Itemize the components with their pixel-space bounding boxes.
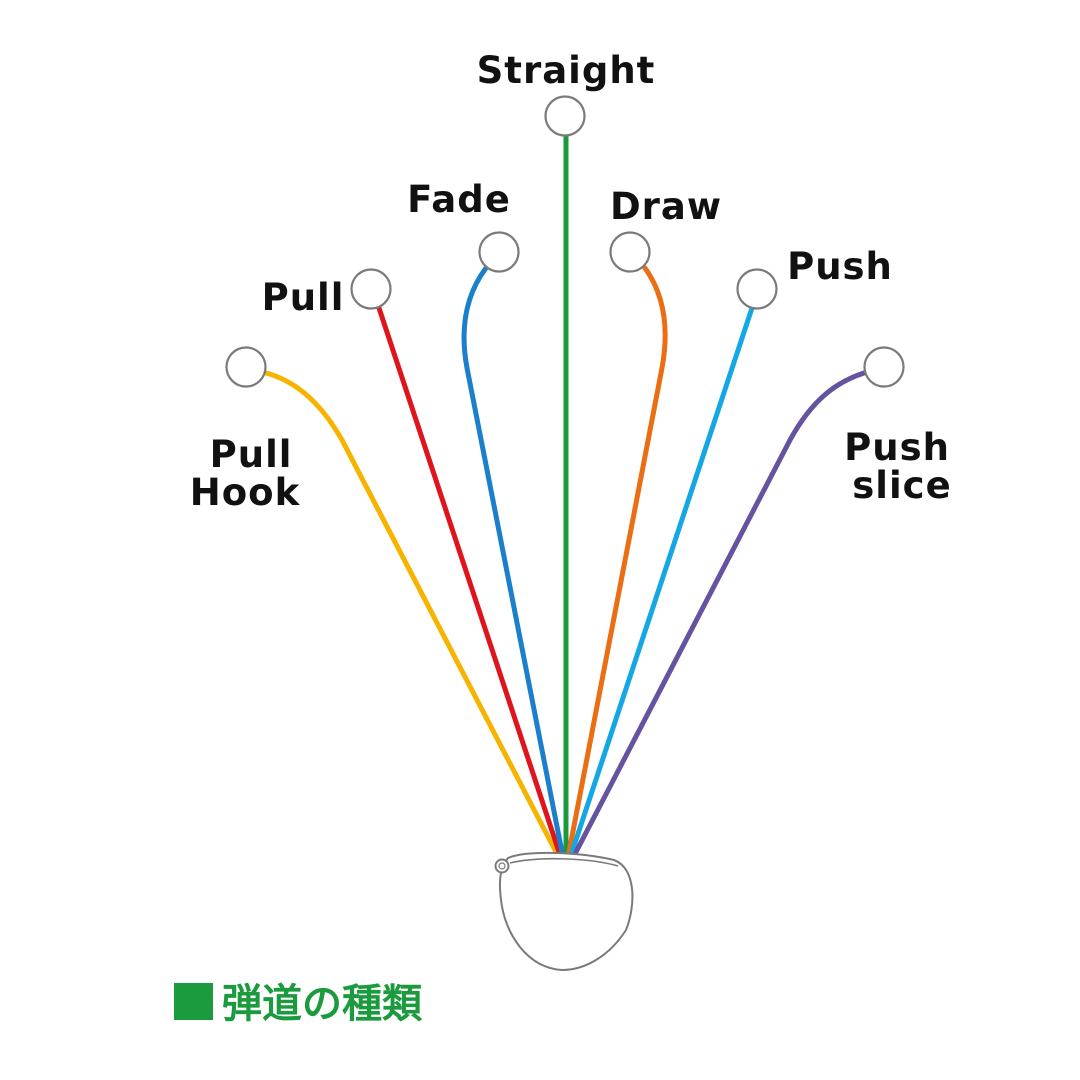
trajectory-push-slice	[573, 370, 867, 855]
golf-club-head-icon	[494, 851, 634, 972]
label-fade: Fade	[407, 178, 511, 221]
caption-text: 弾道の種類	[222, 981, 423, 1027]
target-push-slice	[863, 346, 905, 388]
label-straight: Straight	[477, 49, 656, 92]
label-pull: Pull	[262, 276, 345, 319]
trajectory-pull-hook	[263, 370, 559, 855]
golf-ball-dimple	[498, 862, 506, 870]
target-pull-hook	[225, 346, 267, 388]
diagram-caption: 弾道の種類	[174, 981, 423, 1027]
club-head-outline	[498, 851, 634, 972]
label-draw: Draw	[610, 185, 722, 228]
caption-square-marker	[174, 983, 213, 1020]
label-push-slice: Push slice	[844, 426, 964, 507]
target-markers	[225, 95, 905, 388]
target-pull	[350, 268, 392, 310]
trajectory-draw	[566, 265, 668, 855]
club-head-face-line	[509, 857, 619, 867]
target-fade	[478, 231, 520, 273]
golf-ball-icon	[494, 858, 510, 874]
trajectory-fade	[461, 265, 565, 855]
trajectory-lines	[263, 133, 867, 855]
shot-labels: Straight Fade Draw Pull Push Pull Hook P…	[190, 49, 964, 514]
target-push	[736, 268, 778, 310]
target-straight	[544, 95, 586, 137]
trajectory-push	[569, 305, 755, 855]
label-push: Push	[787, 245, 893, 288]
trajectory-pull	[376, 305, 562, 855]
label-pull-hook: Pull Hook	[190, 433, 307, 514]
target-draw	[609, 231, 651, 273]
